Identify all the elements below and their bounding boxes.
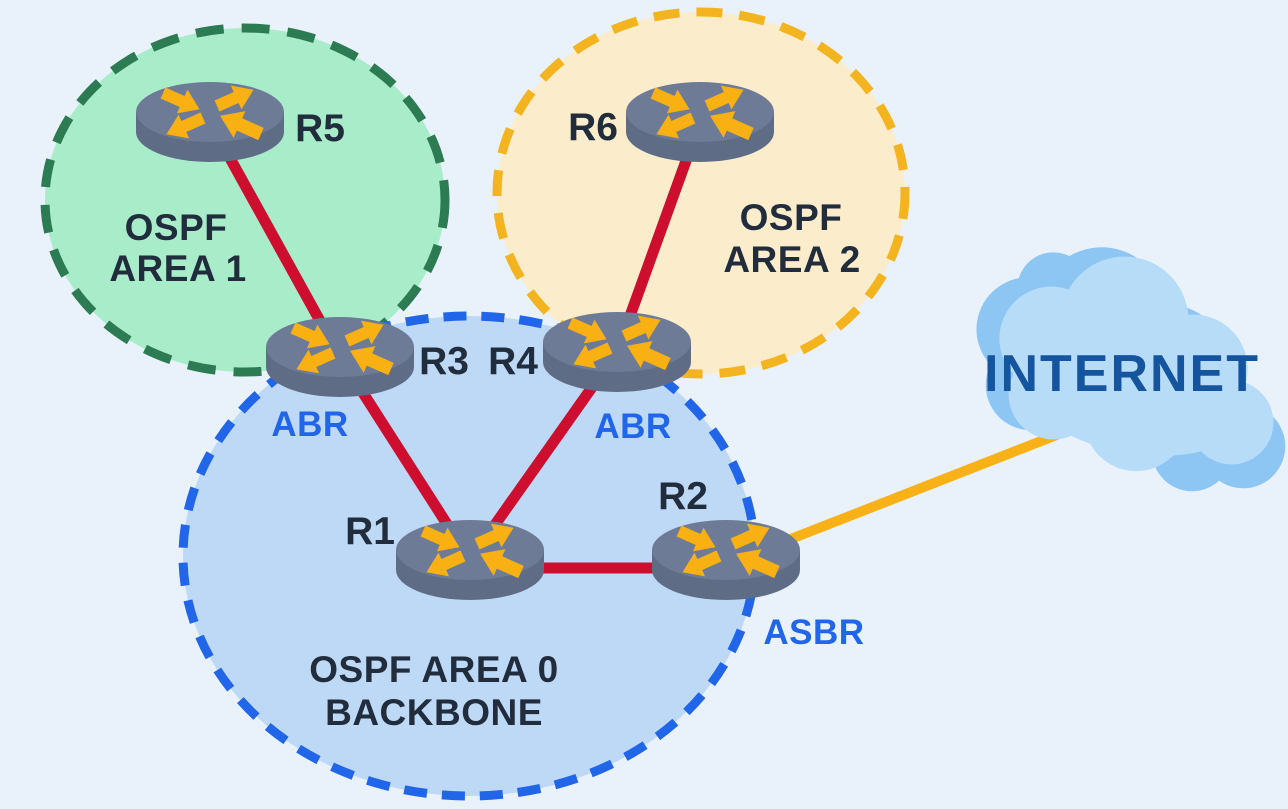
router-r2-label: R2 — [658, 475, 708, 518]
r2-asbr-label: ASBR — [763, 613, 864, 652]
area0-label-line1: OSPF AREA 0 — [309, 649, 558, 690]
router-r3-label: R3 — [419, 340, 469, 383]
area0-label-line2: BACKBONE — [325, 692, 543, 733]
router-r5-label: R5 — [295, 107, 345, 150]
router-r1-label: R1 — [345, 510, 395, 553]
ospf-area1-circle — [40, 23, 450, 377]
link-r5-r3 — [205, 119, 345, 360]
internet-label: INTERNET — [984, 345, 1260, 403]
internet-cloud-icon — [976, 247, 1286, 492]
area2-label-line2: AREA 2 — [723, 239, 860, 280]
area2-label-line1: OSPF — [740, 197, 843, 238]
ospf-area2-circle — [492, 7, 910, 379]
router-r4-label: R4 — [488, 340, 538, 383]
link-r2-internet — [748, 415, 1097, 560]
cloud-body-layer — [999, 256, 1274, 472]
area1-label-line2: AREA 1 — [109, 248, 246, 289]
r4-abr-label: ABR — [594, 407, 671, 446]
area1-label-line1: OSPF — [125, 207, 228, 248]
router-r6-label: R6 — [568, 106, 618, 149]
r3-abr-label: ABR — [271, 405, 348, 444]
